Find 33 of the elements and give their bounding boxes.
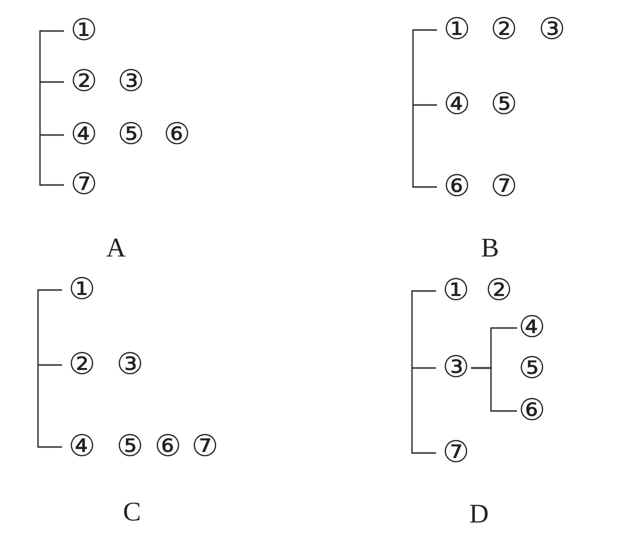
circled-number: ⑦ xyxy=(442,438,470,468)
circled-number: ④ xyxy=(70,120,98,150)
circled-number: ① xyxy=(442,276,470,306)
circled-number: ③ xyxy=(116,67,146,97)
option-letter: C xyxy=(123,498,141,526)
connector-line xyxy=(471,367,517,412)
circled-number: ① xyxy=(442,15,472,45)
circled-number: ⑦ xyxy=(70,170,98,200)
circled-number: ② xyxy=(68,350,96,380)
circled-number: ④ xyxy=(517,313,547,343)
circled-number: ⑤ xyxy=(490,90,518,120)
circled-number: ⑥ xyxy=(162,120,192,150)
circled-number: ③ xyxy=(116,350,144,380)
circled-number: ③ xyxy=(441,353,471,383)
circled-number: ② xyxy=(70,67,98,97)
circled-number: ③ xyxy=(538,15,566,45)
circled-number: ① xyxy=(70,16,98,46)
circled-number: ⑦ xyxy=(490,172,518,202)
option-letter: D xyxy=(469,500,489,528)
circled-number: ⑥ xyxy=(517,396,547,426)
circled-number: ⑤ xyxy=(116,432,144,462)
circled-number: ① xyxy=(68,275,96,305)
option-letter: B xyxy=(481,234,499,262)
circled-number: ④ xyxy=(68,432,96,462)
circled-number: ④ xyxy=(442,90,472,120)
option-letter: A xyxy=(106,234,126,262)
circled-number: ⑥ xyxy=(442,172,472,202)
circled-number: ⑤ xyxy=(116,120,146,150)
circled-number: ⑤ xyxy=(518,354,546,384)
circled-number: ② xyxy=(490,15,518,45)
circled-number: ⑥ xyxy=(154,432,182,462)
circled-number: ② xyxy=(484,276,514,306)
circled-number: ⑦ xyxy=(190,432,220,462)
